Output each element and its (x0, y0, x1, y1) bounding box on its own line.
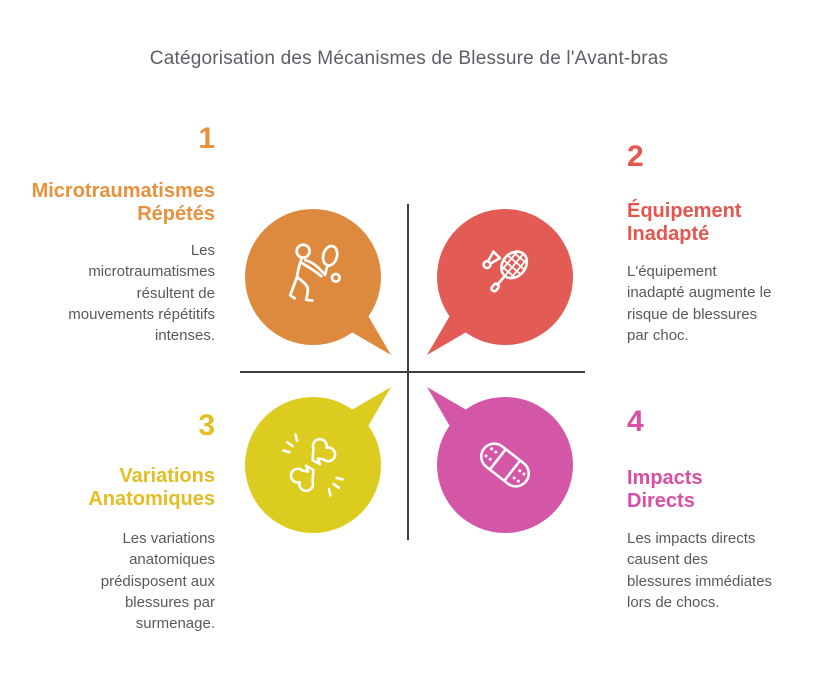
quadrant-4-heading: Impacts Directs (627, 467, 703, 513)
quadrant-4-bubble (425, 385, 575, 535)
speech-bubble-shape (245, 387, 391, 533)
quadrant-4-number: 4 (627, 405, 644, 438)
bandage-icon (467, 427, 543, 503)
quadrant-3-number: 3 (198, 409, 215, 442)
quadrant-1-heading: Microtraumatismes Répétés (31, 180, 215, 226)
tennis-player-icon (275, 239, 351, 315)
speech-bubble-shape (245, 209, 391, 355)
badminton-racket-icon (467, 239, 543, 315)
quadrant-4-body: Les impacts directs causent des blessure… (627, 530, 773, 611)
quadrant-3-bubble (243, 385, 393, 535)
quadrant-2-bubble (425, 207, 575, 357)
broken-bone-icon (275, 427, 351, 503)
quadrant-3-body: Les variations anatomiques prédisposent … (100, 530, 215, 633)
quadrant-1-number: 1 (198, 122, 215, 155)
page-title: Catégorisation des Mécanismes de Blessur… (149, 48, 669, 69)
quadrant-2-number: 2 (627, 140, 644, 173)
speech-bubble-shape (427, 387, 573, 533)
quadrant-1-bubble (243, 207, 393, 357)
quadrant-2-heading: Équipement Inadapté (627, 200, 742, 246)
quadrant-3-heading: Variations Anatomiques (88, 465, 215, 511)
quadrant-1-body: Les microtraumatismes résultent de mouve… (68, 242, 215, 345)
horizontal-divider-line (240, 371, 585, 373)
quadrant-2-body: L'équipement inadapté augmente le risque… (627, 263, 772, 344)
